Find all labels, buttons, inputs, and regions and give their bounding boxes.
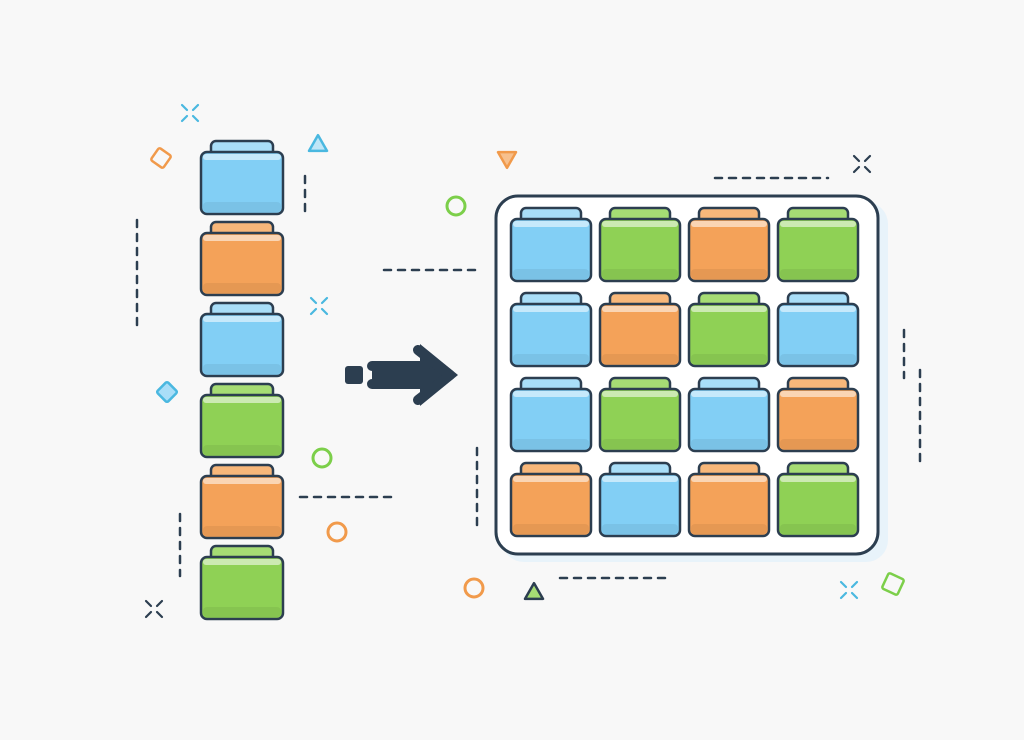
grid-folder-blue: [598, 461, 682, 538]
grid-folder-green: [776, 206, 860, 283]
circle-icon: [311, 447, 333, 469]
sparkle-icon: [852, 154, 872, 174]
circle-icon: [326, 521, 348, 543]
sparkle-icon: [180, 103, 200, 123]
grid-folder-orange: [687, 461, 771, 538]
diamond-icon: [150, 147, 172, 169]
grid-folder-orange: [598, 291, 682, 368]
diamond-icon: [881, 572, 905, 596]
folder-grid: [494, 194, 888, 562]
column-folder-blue: [199, 301, 285, 378]
column-folder-blue: [199, 139, 285, 216]
sparkle-icon: [144, 599, 164, 619]
folder-column: [199, 139, 285, 621]
sparkle-icon: [839, 580, 859, 600]
column-folder-orange: [199, 220, 285, 297]
circle-icon: [463, 577, 485, 599]
grid-folder-blue: [776, 291, 860, 368]
column-folder-green: [199, 382, 285, 459]
grid-folder-green: [776, 461, 860, 538]
grid-folder-orange: [509, 461, 593, 538]
grid-folder-green: [598, 206, 682, 283]
circle-icon: [445, 195, 467, 217]
grid-folder-blue: [509, 291, 593, 368]
grid-folder-blue: [687, 376, 771, 453]
arrow-right-icon: [345, 344, 458, 406]
diamond-icon: [155, 380, 179, 404]
triangle-icon: [523, 581, 545, 601]
column-folder-orange: [199, 463, 285, 540]
triangle-icon: [496, 150, 518, 170]
grid-folder-orange: [776, 376, 860, 453]
sparkle-icon: [309, 296, 329, 316]
grid-folder-green: [687, 291, 771, 368]
triangle-icon: [307, 133, 329, 153]
grid-folder-blue: [509, 376, 593, 453]
grid-folder-orange: [687, 206, 771, 283]
grid-folder-green: [598, 376, 682, 453]
column-folder-green: [199, 544, 285, 621]
grid-folder-blue: [509, 206, 593, 283]
grid-frame: [494, 194, 880, 556]
decorations: [135, 103, 922, 619]
